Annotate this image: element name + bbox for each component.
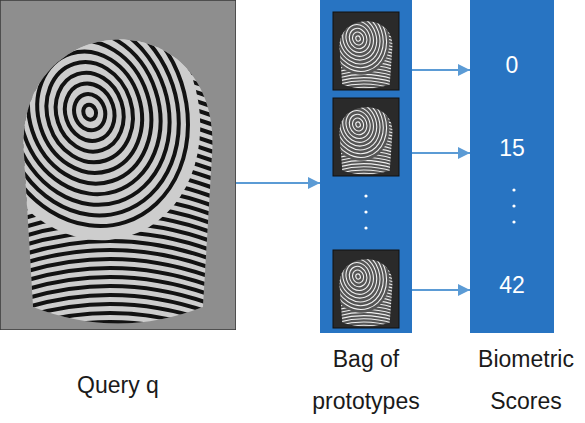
ridge-loop [342, 107, 373, 141]
ridge-loop [0, 0, 217, 252]
ridge-loop [321, 84, 395, 165]
ellipsis-dot [364, 210, 367, 213]
ridge-loop [355, 273, 361, 279]
score-band: Biometric Scores01542 [470, 0, 554, 333]
ridge-loop [351, 269, 365, 285]
ridge [333, 325, 399, 332]
bag-illustration [320, 0, 412, 333]
score-number: 15 [470, 135, 554, 163]
ridge [0, 322, 236, 330]
ridge-loop [321, 0, 395, 79]
ridge-loop [351, 31, 365, 47]
ellipsis-dot [364, 194, 367, 197]
ridge-loop [342, 21, 373, 55]
ridge-loop [321, 236, 395, 317]
ridge-loop [355, 121, 361, 127]
score-value: 15 [470, 135, 554, 171]
score-value: 0 [470, 52, 554, 88]
ridge-loop [0, 12, 181, 213]
fingerprint [320, 232, 399, 332]
flow-arrow [412, 152, 470, 154]
fingerprint [320, 0, 399, 94]
core-area [320, 0, 399, 83]
ridge [0, 295, 236, 323]
ridge [333, 87, 399, 94]
ridge-loop [69, 90, 109, 134]
ridge-loop [351, 117, 365, 133]
core-area [0, 0, 233, 269]
ridge [0, 304, 236, 330]
core-area [320, 232, 399, 321]
ridge-loop [81, 103, 98, 121]
score-number: 42 [470, 272, 554, 300]
ridge-pattern [320, 232, 399, 332]
node-caption: Query q [0, 364, 236, 406]
node-caption: Bag of prototypes [306, 338, 426, 422]
prototype-band: Bag of prototypes [320, 0, 412, 333]
ridge-loop [355, 35, 361, 41]
ridge-pattern [320, 80, 399, 180]
ridge-pattern [0, 0, 236, 330]
core-area [320, 80, 399, 169]
ridge-loop [330, 245, 387, 307]
ellipsis-dot [512, 220, 515, 223]
ellipsis-dot [512, 188, 515, 191]
ridge [333, 173, 399, 180]
query-illustration [0, 0, 236, 330]
ridge-loop [326, 3, 391, 74]
flow-arrow [236, 182, 320, 184]
ellipsis-dot [364, 226, 367, 229]
ridge-loop [330, 7, 387, 69]
ridge-loop [326, 241, 391, 312]
query-image: Query q [0, 0, 236, 330]
flow-arrow [412, 289, 470, 291]
ridge-loop [342, 259, 373, 293]
score-value: 42 [470, 272, 554, 308]
ridge-loop [326, 89, 391, 160]
ellipsis-dot [512, 204, 515, 207]
flow-arrow [412, 69, 470, 71]
score-number: 0 [470, 52, 554, 80]
ridge-pattern [320, 0, 399, 94]
node-caption: Biometric Scores [470, 338, 582, 422]
ridge-loop [0, 0, 205, 239]
fingerprint [320, 80, 399, 180]
ridge-loop [330, 93, 387, 155]
fingerprint [0, 0, 236, 330]
ridge [0, 286, 236, 314]
